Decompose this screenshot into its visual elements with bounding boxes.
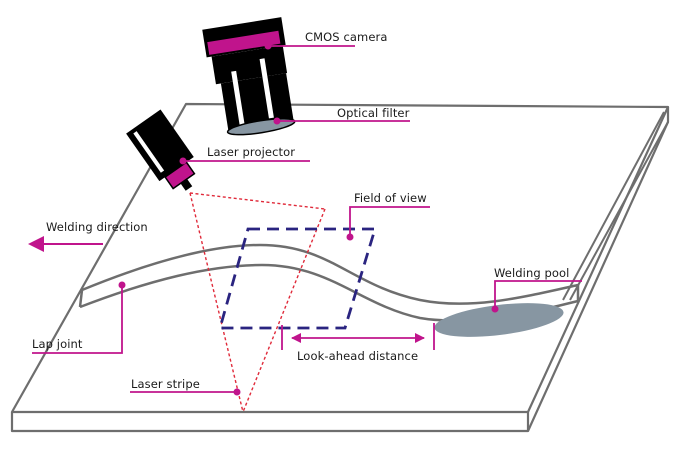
- laser-projector: [126, 109, 196, 191]
- seam-upper-edge: [81, 243, 579, 305]
- label-lap-joint: Lap joint: [32, 337, 83, 351]
- leader-lines: [32, 45, 582, 393]
- plate-front-face: [10, 412, 530, 433]
- label-welding-pool: Welding pool: [494, 266, 569, 280]
- leader-fov: [349, 206, 430, 237]
- welding-direction-arrow: [28, 236, 103, 252]
- plate-top-face: [10, 102, 670, 414]
- leader-pool: [494, 280, 582, 309]
- arrow-left-icon: [28, 236, 44, 252]
- field-of-view-region: [218, 227, 377, 330]
- label-cmos-camera: CMOS camera: [305, 30, 387, 44]
- label-optical-filter: Optical filter: [337, 106, 410, 120]
- look-ahead-dimension: [281, 323, 435, 350]
- lap-sheet-edge: [562, 111, 669, 301]
- label-welding-direction: Welding direction: [46, 220, 148, 234]
- cmos-camera: [202, 17, 296, 136]
- welding-pool: [434, 303, 564, 337]
- label-laser-projector: Laser projector: [207, 145, 295, 159]
- label-field-of-view: Field of view: [354, 191, 427, 205]
- label-look-ahead-distance: Look-ahead distance: [297, 349, 418, 363]
- leader-dots: [118, 42, 499, 396]
- laser-beam: [189, 192, 326, 413]
- leader-lap: [32, 285, 123, 354]
- label-laser-stripe: Laser stripe: [131, 377, 200, 391]
